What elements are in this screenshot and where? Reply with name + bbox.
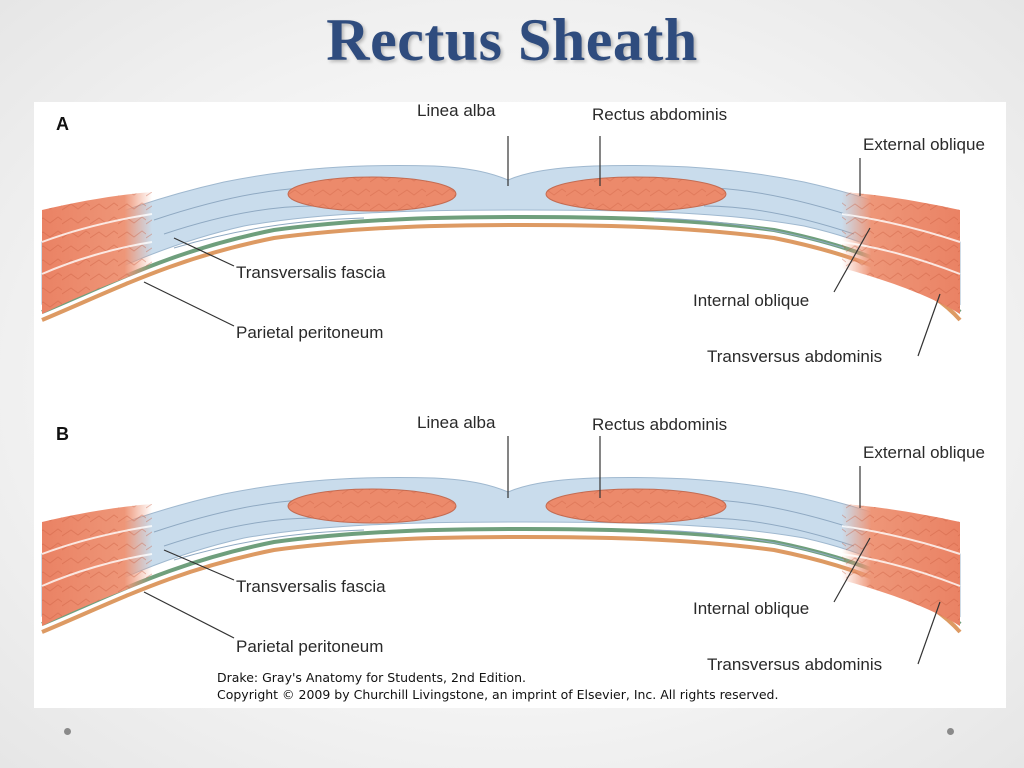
panel-a-linea-alba-label: Linea alba <box>417 101 496 120</box>
panel-a-transversus-abdominis-label: Transversus abdominis <box>707 347 883 366</box>
figure-panel: A Linea alba Rectus abdominis External o… <box>34 102 1006 708</box>
panel-a-rectus-abdominis-label: Rectus abdominis <box>592 105 728 124</box>
panel-b-internal-oblique-label: Internal oblique <box>693 599 810 618</box>
panel-b-linea-alba-label: Linea alba <box>417 413 496 432</box>
panel-b-transversalis-fascia-label: Transversalis fascia <box>236 577 386 596</box>
rectus-sheath-diagram <box>40 136 962 665</box>
panel-a-parietal-peritoneum-label: Parietal peritoneum <box>236 323 384 342</box>
credit-line-1: Drake: Gray's Anatomy for Students, 2nd … <box>217 670 526 685</box>
section-a <box>40 136 962 357</box>
panel-a-transversalis-fascia-label: Transversalis fascia <box>236 263 386 282</box>
panel-a-letter: A <box>56 114 69 134</box>
panel-a-external-oblique-label: External oblique <box>863 135 985 154</box>
panel-b-transversus-abdominis-label: Transversus abdominis <box>707 655 883 674</box>
source-credit: Drake: Gray's Anatomy for Students, 2nd … <box>217 670 778 704</box>
panel-b-external-oblique-label: External oblique <box>863 443 985 462</box>
panel-b-letter: B <box>56 424 69 444</box>
panel-a-internal-oblique-label: Internal oblique <box>693 291 810 310</box>
panel-b-parietal-peritoneum-label: Parietal peritoneum <box>236 637 384 656</box>
slide-title: Rectus Sheath <box>326 7 698 73</box>
panel-b-rectus-abdominis-label: Rectus abdominis <box>592 415 728 434</box>
section-b <box>40 436 962 665</box>
slide-dot-right <box>947 728 954 735</box>
slide-dot-left <box>64 728 71 735</box>
credit-line-2: Copyright © 2009 by Churchill Livingston… <box>217 686 779 702</box>
